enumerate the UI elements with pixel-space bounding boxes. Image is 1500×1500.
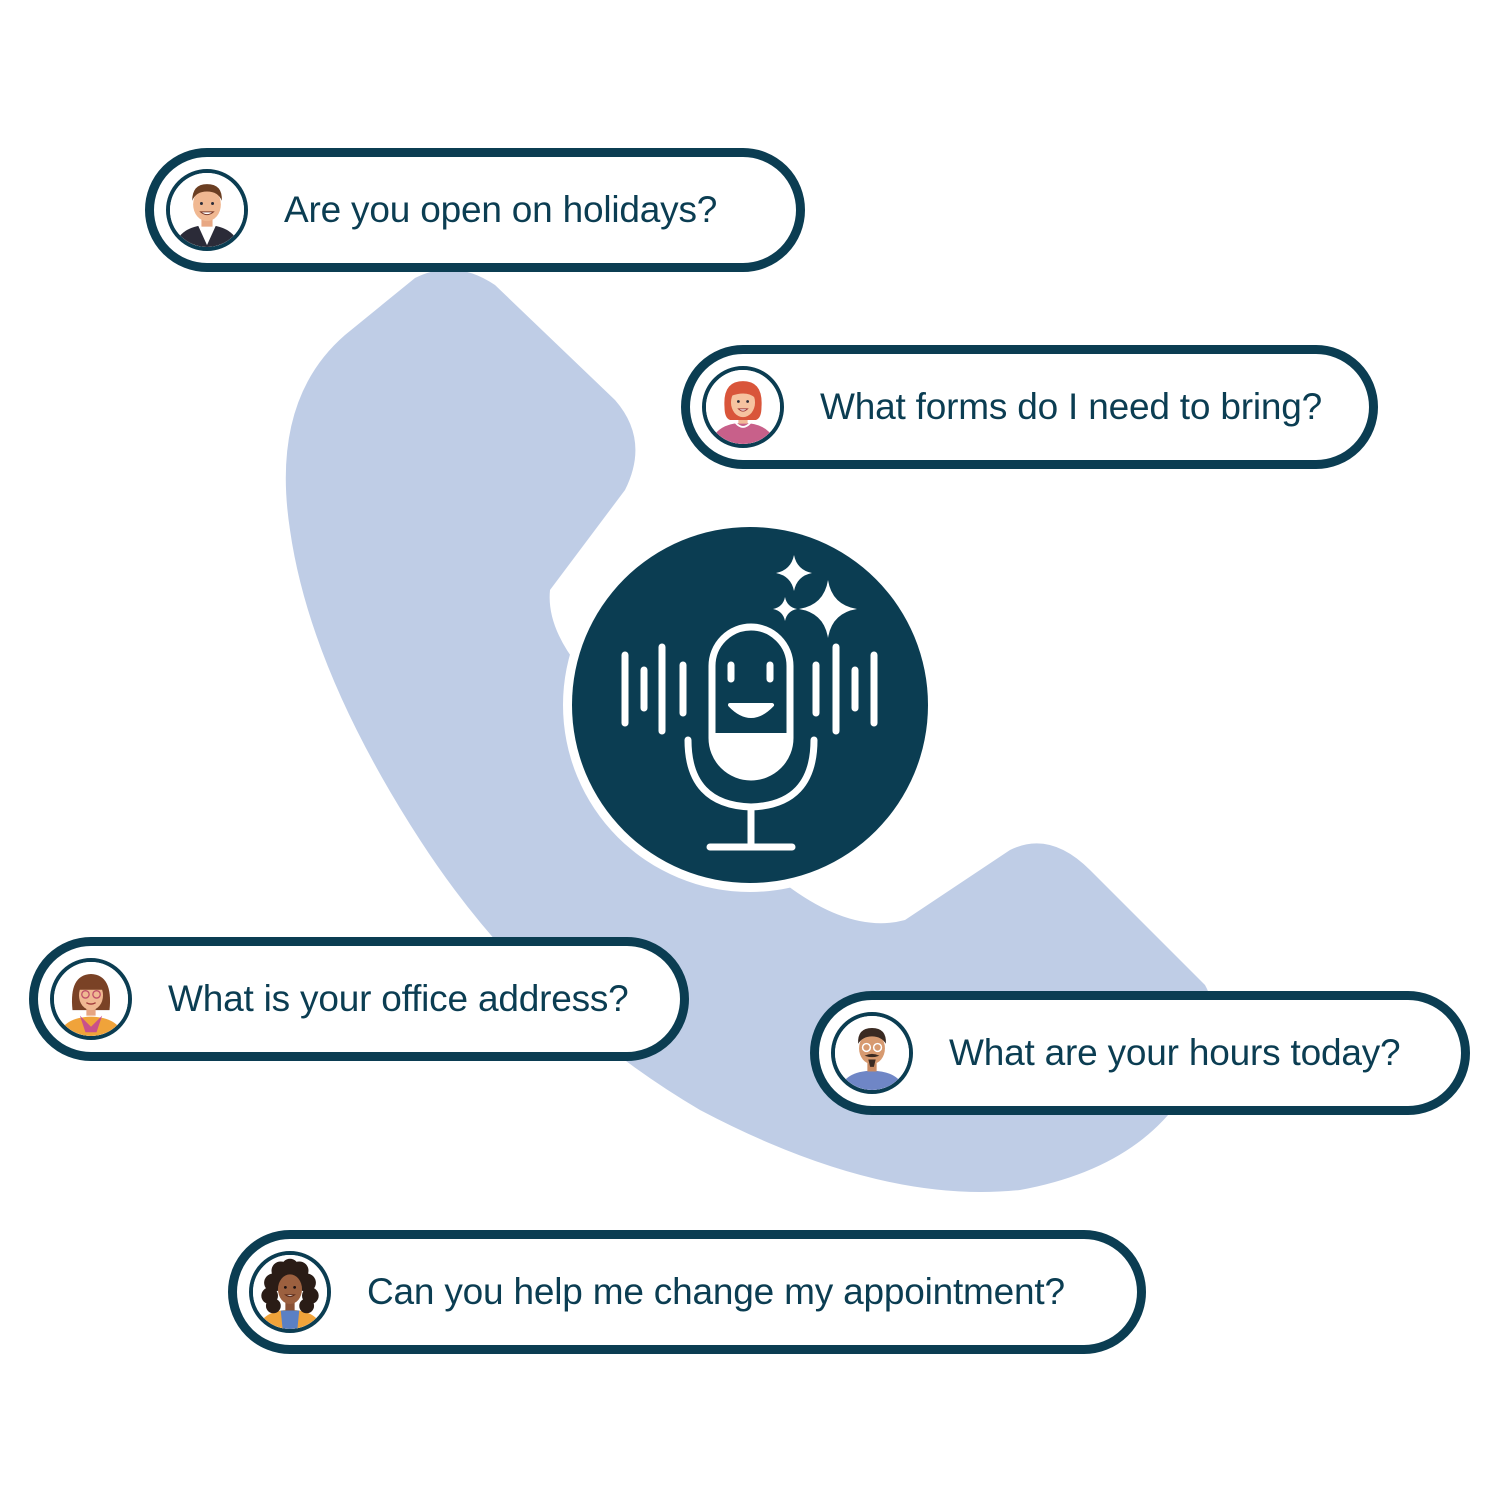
question-text: What are your hours today?: [949, 1032, 1401, 1073]
question-text: Are you open on holidays?: [284, 189, 718, 230]
woman-glasses-scarf-avatar: [50, 958, 132, 1040]
woman-redhead-avatar: [702, 366, 784, 448]
question-bubble: What are your hours today?: [810, 991, 1470, 1115]
question-bubble: Are you open on holidays?: [145, 148, 805, 272]
woman-curly-hair-avatar: [249, 1251, 331, 1333]
man-suit-avatar: [166, 169, 248, 251]
question-text: Can you help me change my appointment?: [367, 1271, 1065, 1312]
man-glasses-beard-avatar: [831, 1012, 913, 1094]
question-bubble: What forms do I need to bring?: [681, 345, 1378, 469]
ai-microphone-sparkles-icon: [563, 518, 937, 892]
question-bubble: What is your office address?: [29, 937, 689, 1061]
question-text: What is your office address?: [168, 978, 629, 1019]
question-text: What forms do I need to bring?: [820, 386, 1322, 427]
question-bubble: Can you help me change my appointment?: [228, 1230, 1146, 1354]
